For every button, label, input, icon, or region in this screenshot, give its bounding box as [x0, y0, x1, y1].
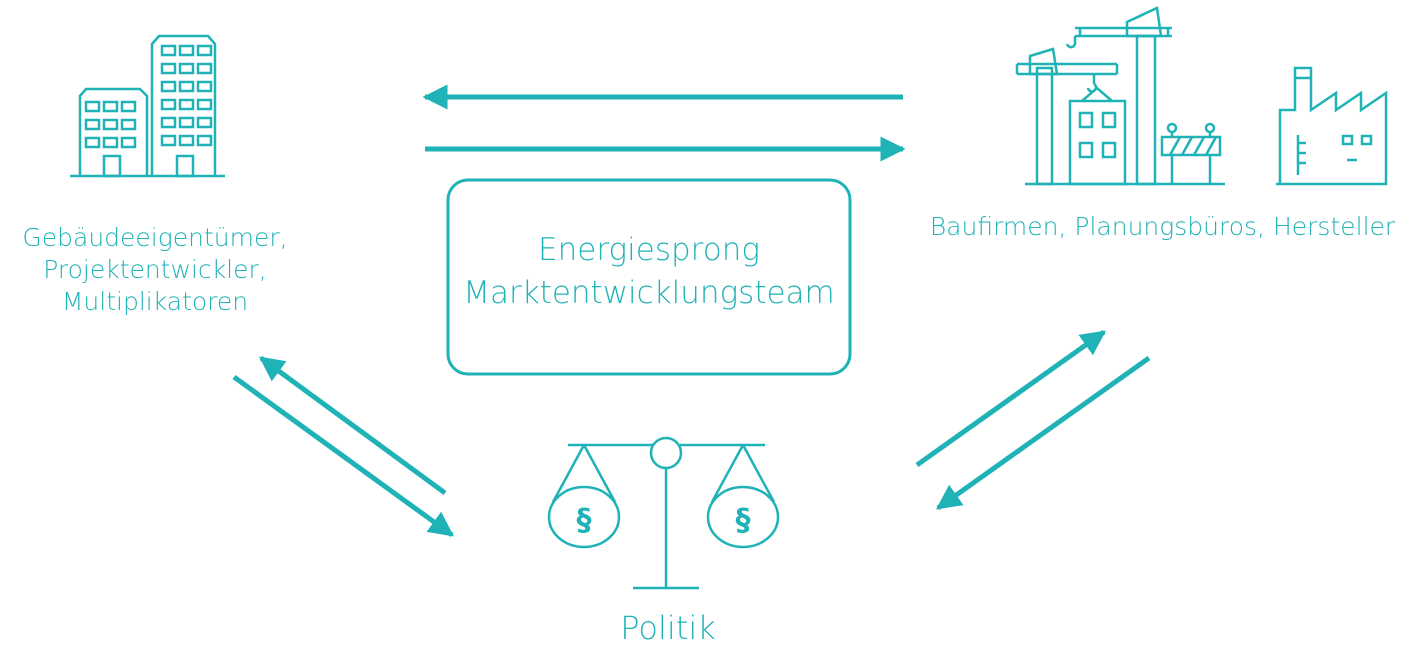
center-box-label-line: Energiesprong: [538, 232, 760, 268]
center-box: [446, 178, 852, 376]
arrow-owners-to-politik: [232, 374, 455, 538]
building-owners-label-line: Gebäudeeigentümer,: [22, 223, 288, 252]
center-box-label: Energiesprong Marktentwicklungsteam: [447, 229, 851, 316]
connector-arrows: [232, 84, 1151, 538]
politik-label-text: Politik: [620, 609, 716, 647]
arrow-politik-to-owners: [258, 355, 447, 496]
building-owners-label: Gebäudeeigentümer, Projektentwickler, Mu…: [0, 222, 310, 318]
arrow-politik-to-firms: [915, 329, 1107, 468]
road-barrier-icon: [1160, 122, 1222, 184]
pan-symbol-left: §: [577, 503, 592, 538]
politik-label: Politik: [568, 608, 768, 648]
construction-firms-label: Baufirmen, Planungsbüros, Hersteller: [905, 211, 1412, 243]
pan-symbol-right: §: [736, 503, 751, 538]
building-owners-label-line: Projektentwickler,: [43, 255, 267, 284]
arrow-firms-to-politik: [935, 355, 1151, 511]
office-buildings-icon: [70, 34, 225, 178]
scales-of-justice-icon: [547, 436, 780, 590]
construction-firms-label-text: Baufirmen, Planungsbüros, Hersteller: [929, 212, 1396, 241]
center-box-label-line: Marktentwicklungsteam: [463, 275, 835, 312]
building-owners-label-line: Multiplikatoren: [61, 287, 249, 316]
factory-icon: [1276, 66, 1388, 186]
construction-cranes-icon: [1015, 6, 1225, 186]
